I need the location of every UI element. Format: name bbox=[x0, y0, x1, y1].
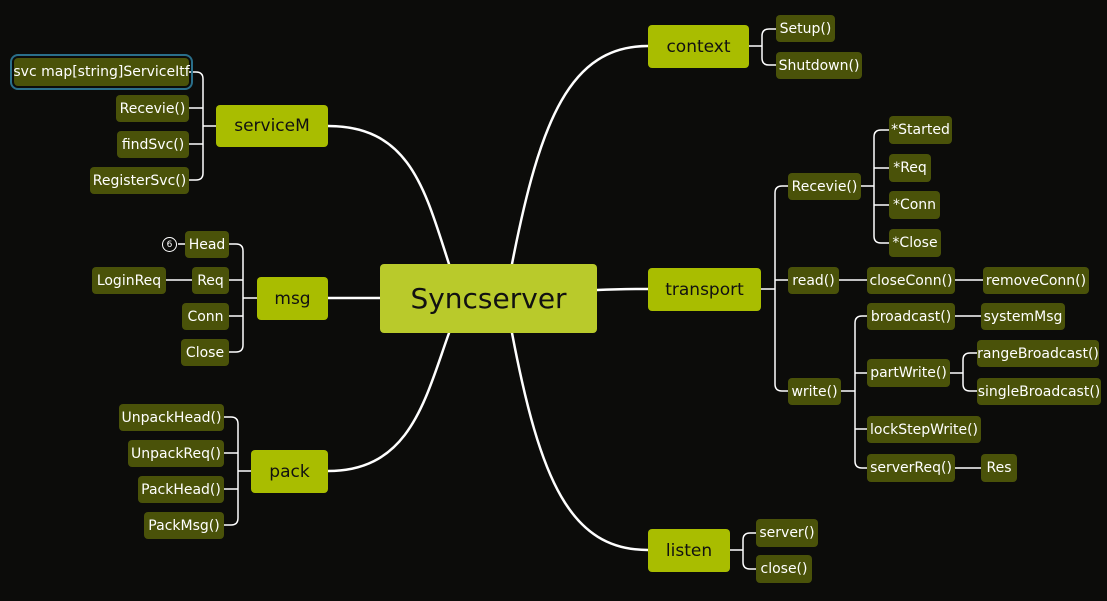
node-res[interactable]: Res bbox=[981, 454, 1017, 482]
node-shutdown[interactable]: Shutdown() bbox=[776, 52, 862, 79]
node-transport-recevie[interactable]: Recevie() bbox=[788, 173, 861, 200]
connector-context-children bbox=[749, 28, 776, 66]
node-close[interactable]: Close bbox=[181, 339, 229, 366]
node-conn[interactable]: Conn bbox=[182, 303, 229, 330]
node-started[interactable]: *Started bbox=[889, 116, 952, 144]
topic-transport[interactable]: transport bbox=[648, 268, 761, 311]
connector-msg-children bbox=[229, 243, 257, 353]
node-servicem-recevie[interactable]: Recevie() bbox=[116, 95, 189, 122]
connector-center-transport bbox=[595, 287, 650, 292]
node-unpackreq[interactable]: UnpackReq() bbox=[128, 440, 224, 467]
connector-listen-children bbox=[730, 532, 756, 570]
node-registersvc[interactable]: RegisterSvc() bbox=[90, 167, 189, 194]
connector-center-listen bbox=[510, 331, 650, 552]
connector-center-servicem bbox=[326, 124, 451, 266]
node-partwrite[interactable]: partWrite() bbox=[867, 359, 950, 387]
connector-recevie-children bbox=[861, 129, 889, 244]
topic-servicem[interactable]: serviceM bbox=[216, 105, 328, 147]
connector-servicem-children bbox=[189, 71, 216, 181]
node-broadcast[interactable]: broadcast() bbox=[867, 303, 955, 330]
node-rangebroadcast[interactable]: rangeBroadcast() bbox=[977, 340, 1099, 367]
connector-center-pack bbox=[326, 331, 451, 473]
node-write[interactable]: write() bbox=[788, 378, 841, 405]
node-packmsg[interactable]: PackMsg() bbox=[144, 512, 224, 539]
topic-pack[interactable]: pack bbox=[251, 450, 328, 493]
connector-partwrite-children bbox=[950, 352, 977, 392]
node-req[interactable]: Req bbox=[192, 267, 229, 294]
node-packhead[interactable]: PackHead() bbox=[138, 476, 224, 503]
connector-center-context bbox=[510, 44, 650, 266]
connector-write-children bbox=[841, 315, 867, 469]
topic-context[interactable]: context bbox=[648, 25, 749, 68]
note-count-badge[interactable]: 6 bbox=[162, 237, 177, 252]
node-svc-map[interactable]: svc map[string]ServiceItf bbox=[10, 54, 193, 90]
node-head[interactable]: Head bbox=[185, 231, 229, 258]
topic-listen[interactable]: listen bbox=[648, 529, 730, 572]
node-lockstepwrite[interactable]: lockStepWrite() bbox=[867, 416, 981, 443]
node-conn-ptr[interactable]: *Conn bbox=[889, 191, 940, 219]
node-closeconn[interactable]: closeConn() bbox=[867, 267, 955, 294]
node-systemmsg[interactable]: systemMsg bbox=[981, 303, 1065, 330]
central-topic[interactable]: Syncserver bbox=[380, 264, 597, 333]
node-singlebroadcast[interactable]: singleBroadcast() bbox=[977, 378, 1101, 405]
node-listen-close[interactable]: close() bbox=[756, 555, 812, 583]
node-setup[interactable]: Setup() bbox=[776, 15, 835, 42]
connector-transport-children bbox=[761, 185, 788, 392]
node-server[interactable]: server() bbox=[756, 519, 818, 547]
node-loginreq[interactable]: LoginReq bbox=[92, 267, 166, 294]
node-removeconn[interactable]: removeConn() bbox=[983, 267, 1089, 294]
node-req-ptr[interactable]: *Req bbox=[889, 154, 931, 182]
topic-msg[interactable]: msg bbox=[257, 277, 328, 320]
node-findsvc[interactable]: findSvc() bbox=[117, 131, 189, 158]
node-unpackhead[interactable]: UnpackHead() bbox=[119, 404, 224, 431]
node-serverreq[interactable]: serverReq() bbox=[867, 454, 955, 482]
node-close-ptr[interactable]: *Close bbox=[889, 229, 941, 257]
node-read[interactable]: read() bbox=[788, 267, 839, 294]
connector-pack-children bbox=[224, 416, 251, 526]
